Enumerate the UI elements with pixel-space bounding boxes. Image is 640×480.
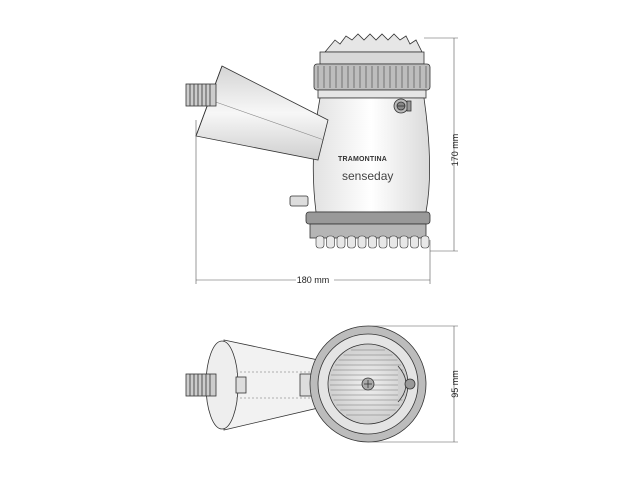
nozzle — [410, 235, 419, 249]
nozzle — [420, 235, 430, 249]
nozzle — [315, 235, 325, 249]
side-view: TRAMONTINA senseday — [185, 33, 431, 249]
nozzle — [368, 235, 377, 249]
arm — [195, 65, 329, 161]
screw-icon — [393, 98, 412, 114]
shower-head — [305, 211, 431, 249]
main-body — [313, 97, 430, 213]
model-label: senseday — [342, 169, 393, 183]
nozzle — [326, 235, 335, 249]
ribbed-ring — [313, 63, 431, 99]
nozzle — [378, 235, 388, 249]
nozzle — [357, 235, 367, 249]
nozzle — [399, 235, 409, 249]
threaded-inlet — [185, 83, 217, 107]
dimension-lines-side — [195, 37, 458, 284]
top-view — [185, 325, 427, 443]
height-dimension-label: 170 mm — [450, 134, 460, 167]
nozzle — [336, 235, 346, 249]
depth-dimension-label: 95 mm — [450, 370, 460, 398]
width-dimension-label: 180 mm — [297, 275, 330, 285]
top-cap — [319, 33, 425, 65]
dimension-lines-top — [368, 325, 458, 443]
brand-label: TRAMONTINA — [338, 156, 387, 163]
screw-icon-top — [361, 377, 375, 391]
nozzle — [347, 235, 356, 249]
nozzle — [389, 235, 398, 249]
side-nipple — [289, 195, 309, 207]
